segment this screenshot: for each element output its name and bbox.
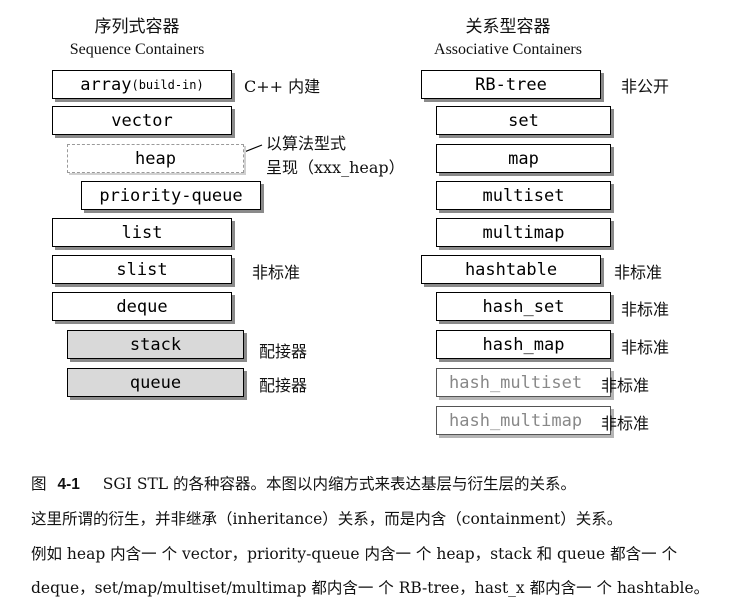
hash-multimap-note: 非标准 (601, 414, 650, 433)
set-label: set (508, 110, 539, 131)
associative-header-en: Associative Containers (434, 41, 582, 58)
multimap-box: multimap (436, 218, 611, 247)
heap-note-line2: 呈现（xxx_heap） (266, 158, 405, 177)
sequence-containers-header: 序列式容器 Sequence Containers (52, 12, 222, 59)
deque-label: deque (116, 296, 168, 317)
set-box: set (436, 106, 611, 135)
array-label: array (80, 74, 132, 95)
multiset-box: multiset (436, 181, 611, 210)
rb-tree-label: RB-tree (475, 74, 547, 95)
hash-map-label: hash_map (482, 334, 565, 355)
hashtable-box: hashtable (421, 255, 601, 284)
sequence-header-en: Sequence Containers (69, 41, 205, 58)
caption-text-1: SGI STL 的各种容器。本图以内缩方式来表达基层与衍生层的关系。 (102, 475, 577, 493)
priority-queue-label: priority-queue (99, 185, 243, 206)
queue-note: 配接器 (259, 376, 308, 395)
sequence-header-cn: 序列式容器 (94, 17, 180, 37)
queue-box: queue (67, 368, 244, 397)
multiset-label: multiset (482, 185, 565, 206)
array-note: C++ 内建 (244, 77, 321, 96)
figure-caption-line1: 图 4-1 SGI STL 的各种容器。本图以内缩方式来表达基层与衍生层的关系。 (31, 472, 576, 494)
hashtable-note: 非标准 (614, 263, 663, 282)
deque-box: deque (52, 292, 232, 321)
associative-header-cn: 关系型容器 (465, 17, 551, 37)
stack-label: stack (129, 334, 182, 355)
map-box: map (436, 144, 611, 173)
hash-set-note: 非标准 (621, 300, 670, 319)
slist-label: slist (116, 259, 168, 280)
hash-map-note: 非标准 (621, 338, 670, 357)
list-box: list (52, 218, 232, 247)
heap-box: heap (67, 144, 244, 173)
hash-multimap-box: hash_multimap (436, 406, 611, 435)
list-label: list (121, 222, 163, 243)
hash-set-box: hash_set (436, 292, 611, 321)
hash-map-box: hash_map (436, 330, 611, 359)
map-label: map (508, 148, 539, 169)
array-builtin-label: (build-in) (131, 77, 204, 92)
slist-box: slist (52, 255, 232, 284)
stack-note: 配接器 (259, 342, 308, 361)
hash-set-label: hash_set (482, 296, 565, 317)
stack-box: stack (67, 330, 244, 359)
hash-multimap-label: hash_multimap (449, 410, 583, 431)
hashtable-label: hashtable (464, 259, 558, 280)
hash-multiset-box: hash_multiset (436, 368, 611, 397)
figure-caption-line3: 例如 heap 内含⼀ 个 vector，priority-queue 内含⼀ … (31, 545, 678, 563)
heap-label: heap (135, 148, 176, 169)
priority-queue-box: priority-queue (81, 181, 261, 210)
associative-containers-header: 关系型容器 Associative Containers (418, 12, 598, 59)
array-box: array(build-in) (52, 70, 232, 99)
multimap-label: multimap (482, 222, 565, 243)
rb-tree-note: 非公开 (621, 77, 670, 96)
figure-label: 图 (31, 475, 47, 493)
figure-caption-line2: 这里所谓的衍生，并非继承（inheritance）关系，而是内含（contain… (31, 510, 623, 528)
hash-multiset-label: hash_multiset (449, 372, 583, 393)
vector-box: vector (52, 106, 232, 135)
hash-multiset-note: 非标准 (601, 376, 650, 395)
queue-label: queue (129, 372, 182, 393)
heap-note-line1: 以算法型式 (266, 134, 347, 153)
rb-tree-box: RB-tree (421, 70, 601, 99)
slist-note: 非标准 (252, 263, 301, 282)
figure-number: 4-1 (57, 476, 80, 493)
vector-label: vector (111, 110, 173, 131)
figure-caption-line4: deque，set/map/multiset/multimap 都内含⼀ 个 R… (31, 579, 710, 597)
